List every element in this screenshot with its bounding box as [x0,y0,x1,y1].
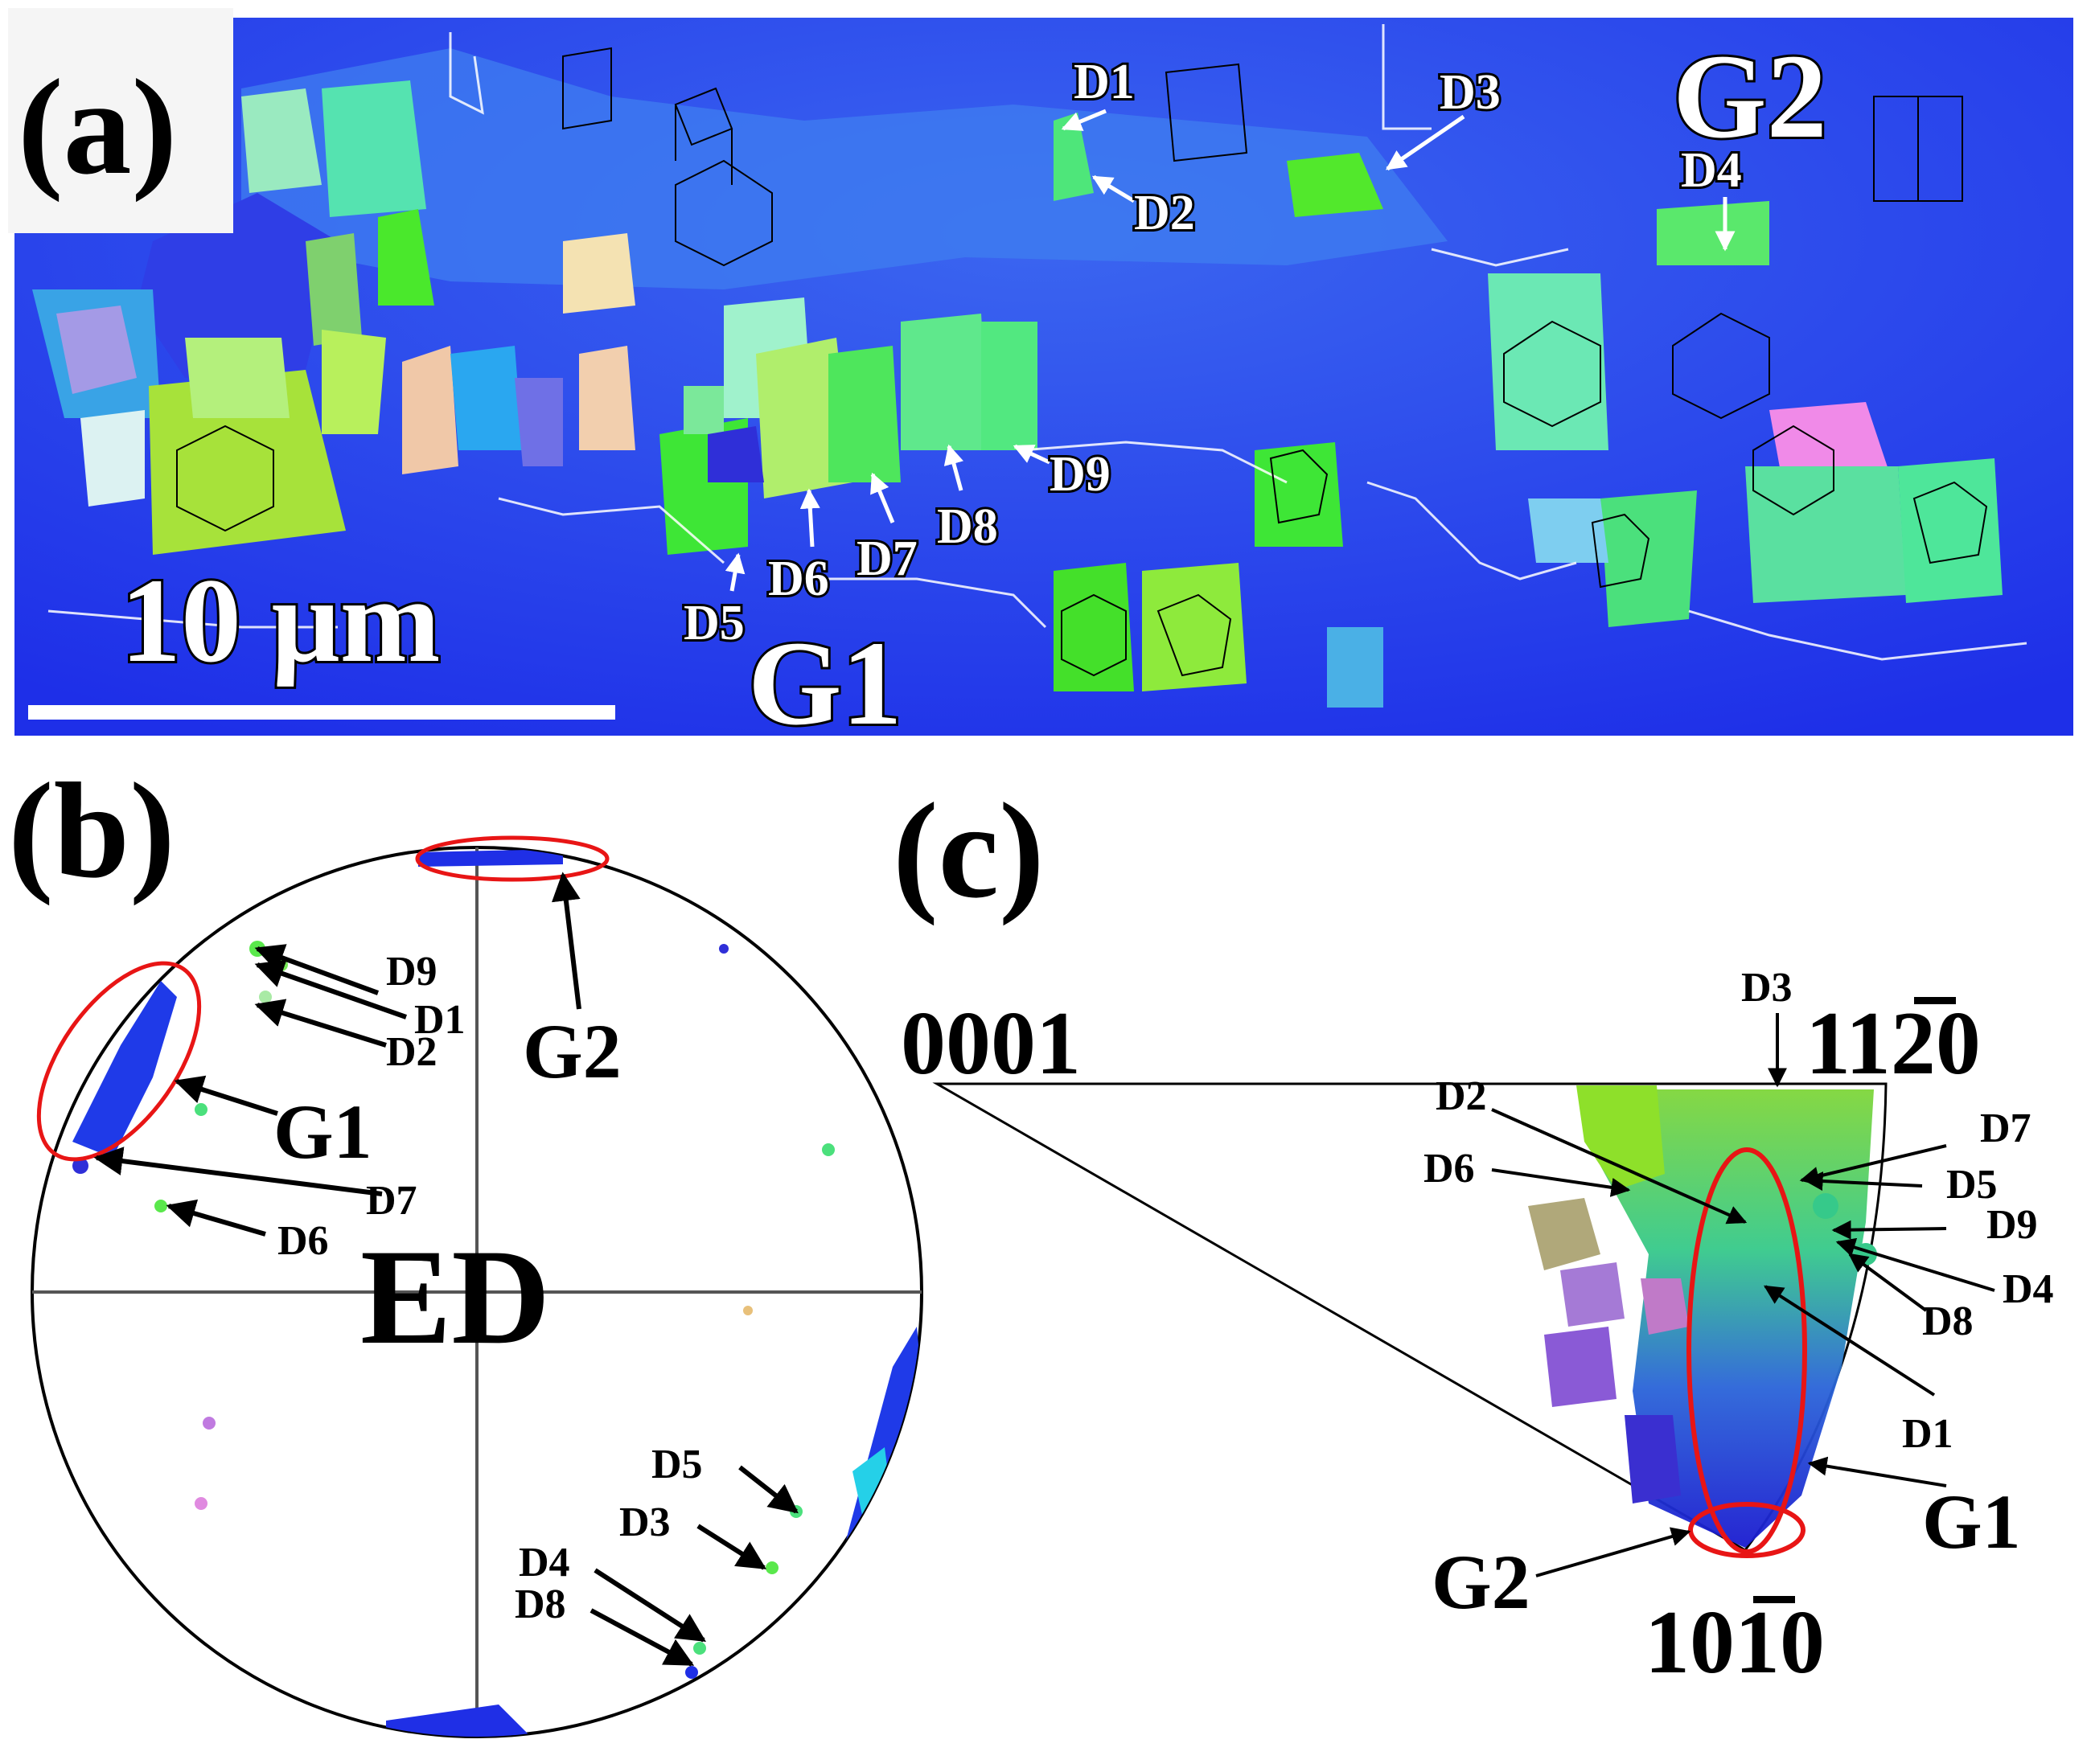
pole-label-d4: D4 [519,1540,570,1586]
grain-boundaries [47,24,2027,661]
ipf-label-d2: D2 [1436,1073,1487,1119]
ipf-corner-0001: 0001 [901,994,1081,1093]
pole-label-g1: G1 [273,1089,372,1175]
crystal-wireframes [176,47,1988,677]
map-twin-d9: D9 [1050,447,1111,502]
ipf-label-d6: D6 [1423,1146,1475,1192]
pole-label-d6: D6 [277,1218,329,1264]
ipf-label-d8: D8 [1922,1298,1974,1344]
scale-bar [28,705,615,720]
map-twin-d5: D5 [684,596,745,650]
map-twin-d2: D2 [1134,186,1195,240]
ipf-label-d9: D9 [1986,1202,2038,1248]
panel-a-letter: (a) [18,51,177,203]
ipf-highlight-g1 [1686,1147,1807,1554]
ipf-label-d1: D1 [1902,1411,1953,1457]
pole-label-d8: D8 [515,1581,566,1627]
panel-c-letter: (c) [893,775,1045,926]
ipf-arrows [1491,1013,1995,1577]
pole-label-d2: D2 [386,1029,438,1075]
scale-bar-label: 10 μm [121,554,441,687]
pole-arrows [93,872,799,1667]
light-blue-region [241,48,1448,289]
panel-b-letter: (b) [8,755,175,906]
map-twin-d1: D1 [1074,55,1135,109]
pole-center-label: ED [360,1221,550,1372]
pole-label-g2: G2 [523,1008,622,1094]
map-twin-d8: D8 [937,499,998,554]
panel-b: (b) [8,755,923,1738]
pole-label-d5: D5 [651,1442,703,1487]
panel-a-letter-bg [8,8,233,233]
panel-c: (c) [893,775,2054,1692]
map-label-g2: G2 [1673,30,1827,163]
map-twin-d6: D6 [768,552,829,606]
ipf-corner-10-10: 1010 [1645,1593,1825,1692]
ipf-label-d5: D5 [1946,1162,1998,1208]
map-twin-d7: D7 [857,531,918,586]
map-label-g1: G1 [748,617,902,750]
map-twin-arrows [725,109,1736,592]
pole-highlight-g1 [36,961,202,1162]
overbar-10-10 [1753,1596,1795,1603]
pole-label-d9: D9 [386,949,438,995]
pole-highlight-g2 [415,835,610,882]
ipf-label-d4: D4 [2003,1266,2054,1312]
ipf-label-g2: G2 [1432,1539,1530,1625]
ipf-corner-11-20: 1120 [1805,994,1981,1093]
pole-label-d3: D3 [619,1499,671,1545]
ipf-label-g1: G1 [1922,1479,2021,1565]
overbar-11-20 [1914,997,1956,1004]
map-twin-d3: D3 [1440,65,1501,120]
pole-label-d1: D1 [414,997,466,1043]
map-twin-d4: D4 [1681,143,1742,198]
grain-patches [32,80,2003,708]
ipf-label-d7: D7 [1980,1106,2031,1151]
ipf-label-d3: D3 [1741,965,1793,1011]
pole-label-d7: D7 [366,1178,417,1224]
panel-a: (a) 10 μm G2 G1 D1 D2 D3 D4 D5 D6 D7 D8 … [8,8,2073,753]
